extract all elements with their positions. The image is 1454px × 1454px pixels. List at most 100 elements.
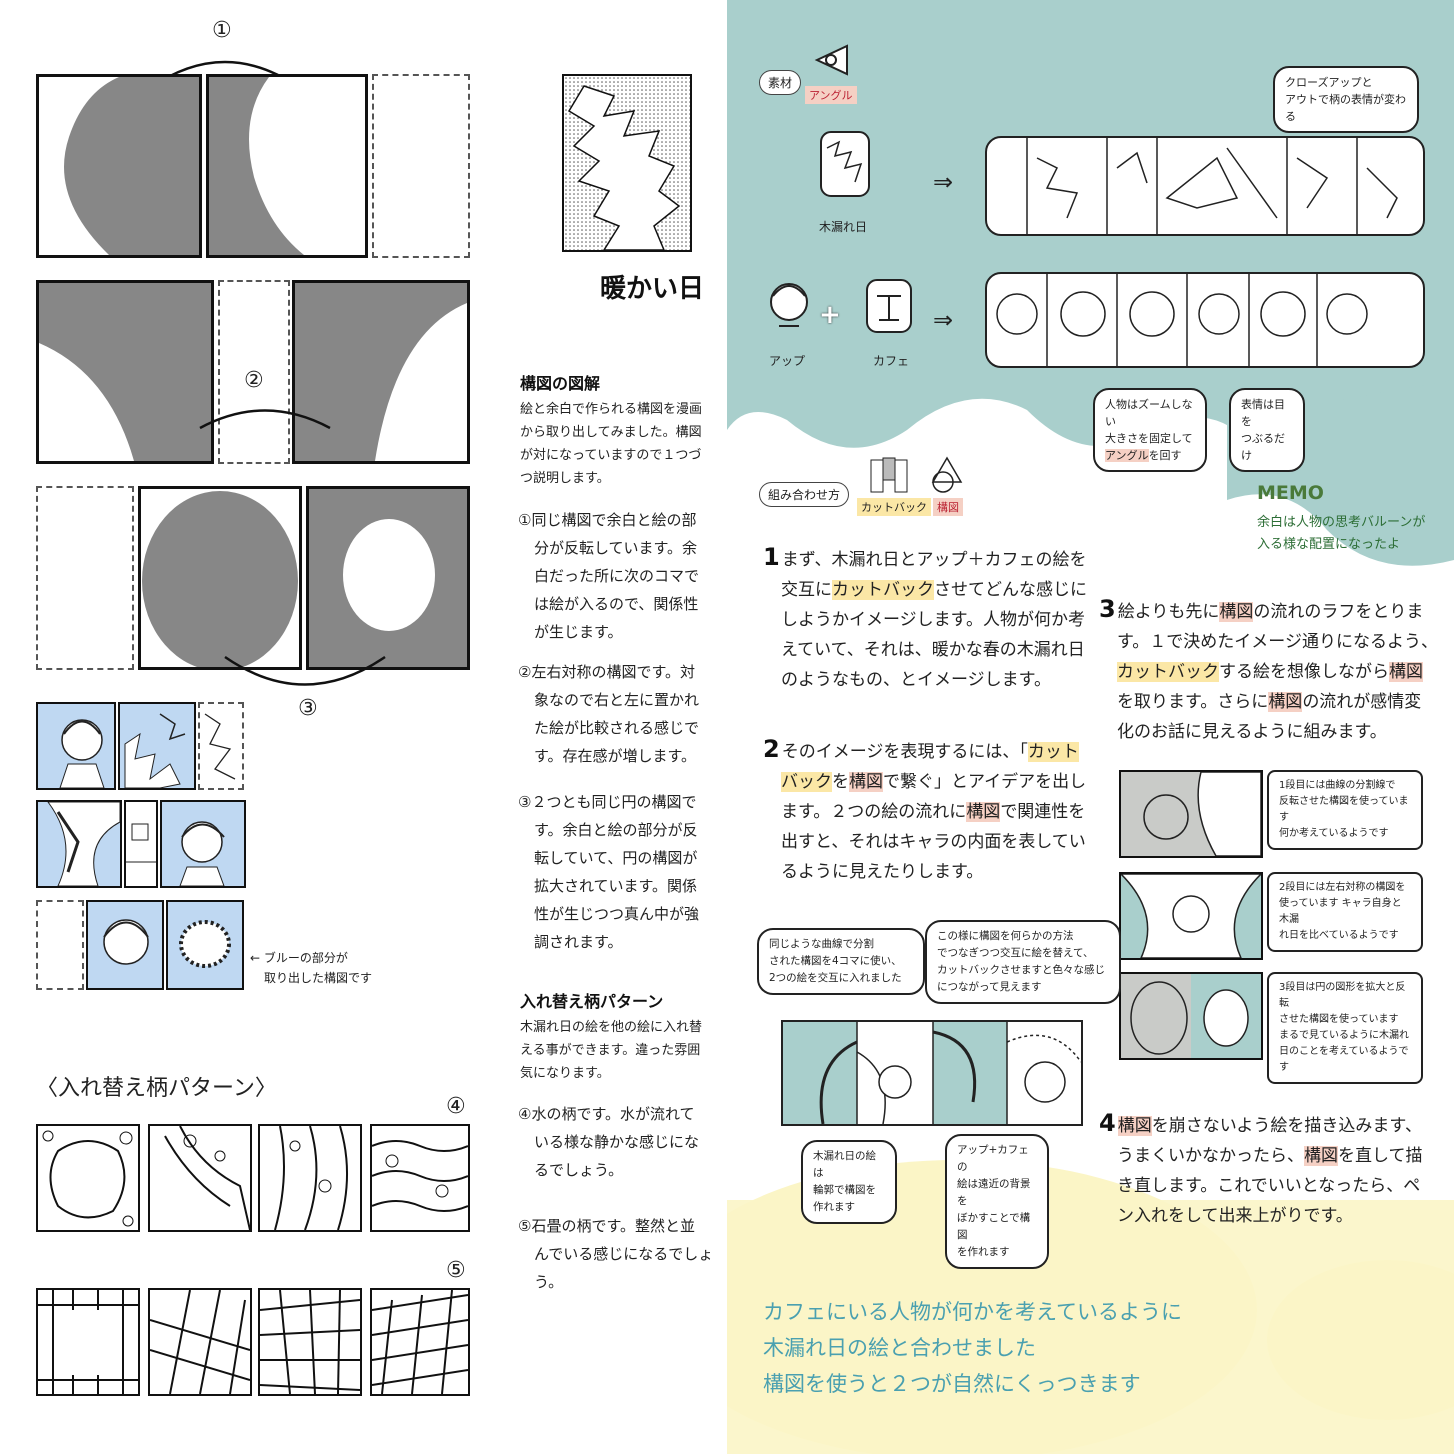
mini-panel-leaves-1 <box>118 702 196 790</box>
label-up: アップ <box>769 354 806 368</box>
number-2: ② <box>244 368 264 393</box>
note-line: 使っています キャラ自身と木漏 <box>1279 898 1402 925</box>
closing-text: カフェにいる人物が何かを考えているように 木漏れ日の絵と合わせました 構図を使う… <box>763 1294 1403 1402</box>
note-line: 日のことを考えているようです <box>1279 1046 1409 1073</box>
step-text: させてどんな感じに <box>934 580 1087 600</box>
diagram-frame-3c <box>306 486 470 670</box>
step-text: する絵を想像しながら <box>1219 662 1389 682</box>
step-highlight: 構図 <box>1389 662 1423 682</box>
body-line: つ説明します。 <box>520 471 610 486</box>
label-komorebi: 木漏れ日 <box>819 220 868 234</box>
tag-angle: アングル <box>805 86 857 104</box>
body-line: 絵と余白で作られる構図を漫画 <box>520 402 703 417</box>
bubble-4koma-left: 同じような曲線で分割 された構図を4コマに使い、 2つの絵を交互に入れました <box>757 928 925 995</box>
step-number: 4 <box>1099 1109 1116 1137</box>
bubble-line: でつなぎつつ交互に絵を替えて、 <box>937 947 1094 959</box>
explanation-item-1: ①同じ構図で余白と絵の部 分が反転しています。余 白だった所に次のコマで は絵が… <box>518 506 718 646</box>
step-line: き直します。これでいいとなったら、ペ <box>1117 1176 1421 1196</box>
bubble-line: を作れます <box>957 1246 1010 1258</box>
item-line: ②左右対称の構図です。対 <box>518 663 695 681</box>
bubble-line: カットバックさせますと色々な感じ <box>937 964 1105 976</box>
komorebi-icon <box>820 131 870 197</box>
step-highlight: 構図 <box>1117 1116 1152 1136</box>
step-number: 1 <box>763 543 780 571</box>
bubble-line: 大きさを固定して <box>1105 432 1193 445</box>
body-line: 気になります。 <box>520 1066 610 1081</box>
stone-pattern-1 <box>36 1288 140 1396</box>
tag-kouzu: 構図 <box>933 498 963 516</box>
step-text: を崩さないよう絵を描き込みます、 <box>1151 1116 1423 1136</box>
bubble-line: 2つの絵を交互に入れました <box>769 972 902 984</box>
item-line: 白だった所に次のコマで <box>534 567 700 585</box>
item-line: いる様な静かな感じにな <box>534 1133 700 1151</box>
mini-panel-face-2 <box>160 800 246 888</box>
memo-title: MEMO <box>1257 482 1324 504</box>
closing-line: 構図を使うと２つが自然にくっつきます <box>763 1372 1141 1396</box>
bubble-4koma-mid: この様に構図を何らかの方法 でつなぎつつ交互に絵を替えて、 カットバックさせます… <box>925 920 1121 1004</box>
mini-panel-circle <box>166 900 244 990</box>
bubble-eyes: 表情は目を つぶるだけ <box>1229 388 1305 472</box>
step-highlight: 構図 <box>849 772 883 792</box>
bubble-komorebi-note: 木漏れ日の絵は 輪郭で構図を 作れます <box>801 1140 897 1224</box>
mini-panel-empty <box>36 900 84 990</box>
step-text: の流れが感情変 <box>1302 692 1422 712</box>
diagram-frame-1b <box>206 74 368 258</box>
item-line: が生じます。 <box>534 623 623 641</box>
arc-connector-3 <box>224 655 386 686</box>
step-text: を <box>832 772 849 792</box>
section-title-diagram: 構図の図解 <box>520 374 601 393</box>
strip-komorebi <box>985 136 1425 236</box>
pattern-heading: 〈入れ替え柄パターン〉 <box>36 1076 277 1101</box>
step-highlight: バック <box>781 772 832 792</box>
bubble-line: 絵は遠近の背景を <box>957 1178 1031 1207</box>
step3-note-1: 1段目には曲線の分割線で 反転させた構図を使っています 何か考えているようです <box>1267 770 1423 850</box>
step-text: 交互に <box>781 580 832 600</box>
explanation-item-3: ③２つとも同じ円の構図で す。余白と絵の部分が反 転していて、円の構図が 拡大さ… <box>518 788 718 956</box>
closing-line: カフェにいる人物が何かを考えているように <box>763 1300 1182 1324</box>
item-line: ④水の柄です。水が流れて <box>518 1105 695 1123</box>
blue-note-line1: ← ブルーの部分が <box>250 951 348 965</box>
number-3: ③ <box>298 696 318 721</box>
bubble-cafe-note: アップ+カフェの 絵は遠近の背景を ぼかすことで構図 を作れます <box>945 1134 1049 1269</box>
bubble-line: 表情は目を <box>1241 398 1285 428</box>
step3-note-3: 3段目は円の図形を拡大と反転 させた構図を使っています まるで見ているように木漏… <box>1267 972 1423 1084</box>
item-line: 拡大されています。関係 <box>534 877 698 895</box>
right-page: 素材 アングル 木漏れ日 ⇒ クローズアップと アウトで柄の表情が変わる アップ… <box>727 0 1454 1454</box>
item-line: 調されます。 <box>534 933 623 951</box>
bubble-line: された構図を4コマに使い、 <box>769 955 902 967</box>
composition-icon <box>931 456 963 493</box>
step-line: のようなもの、とイメージします。 <box>781 670 1051 690</box>
memo-body: 余白は人物の思考バルーンが 入る様な配置になったよ <box>1257 512 1425 556</box>
closing-line: 木漏れ日の絵と合わせました <box>763 1336 1036 1360</box>
note-line: れ日を比べているようです <box>1279 930 1399 941</box>
section-body-diagram: 絵と余白で作られる構図を漫画 から取り出してみました。構図 が対になっていますの… <box>520 398 710 490</box>
step-line: うまくいかなかったら、構図を直して描 <box>1099 1141 1439 1171</box>
bubble-text: を回す <box>1148 449 1182 462</box>
thumbnail-title: 暖かい日 <box>600 274 705 304</box>
diagram-frame-2a <box>36 280 214 464</box>
bubble-line: 木漏れ日の絵は <box>813 1150 876 1179</box>
body-line: が対になっていますので１つづ <box>520 448 702 463</box>
step-highlight: カットバック <box>1117 662 1219 682</box>
arrow-1: ⇒ <box>933 168 954 196</box>
label-kumiawase: 組み合わせ方 <box>759 482 850 507</box>
step-line: を取ります。さらに構図の流れが感情変 <box>1099 687 1439 717</box>
step-line: ン入れをして出来上がりです。 <box>1117 1206 1353 1226</box>
mini-panel-face-1 <box>36 702 116 790</box>
step-highlight: カット <box>1027 742 1079 762</box>
cafe-icon <box>866 279 912 333</box>
step-number: 3 <box>1099 595 1116 623</box>
thumbnail-manga-page <box>562 74 692 252</box>
diagram-frame-1a <box>36 74 202 258</box>
bubble-line: 同じような曲線で分割 <box>769 938 874 950</box>
note-line: 反転させた構図を使っています <box>1279 796 1409 823</box>
tag-cutback: カットバック <box>857 498 931 516</box>
note-line: 3段目は円の図形を拡大と反転 <box>1279 982 1406 1009</box>
explanation-item-2: ②左右対称の構図です。対 象なので右と左に置かれ た絵が比較される感じで す。存… <box>518 658 718 770</box>
